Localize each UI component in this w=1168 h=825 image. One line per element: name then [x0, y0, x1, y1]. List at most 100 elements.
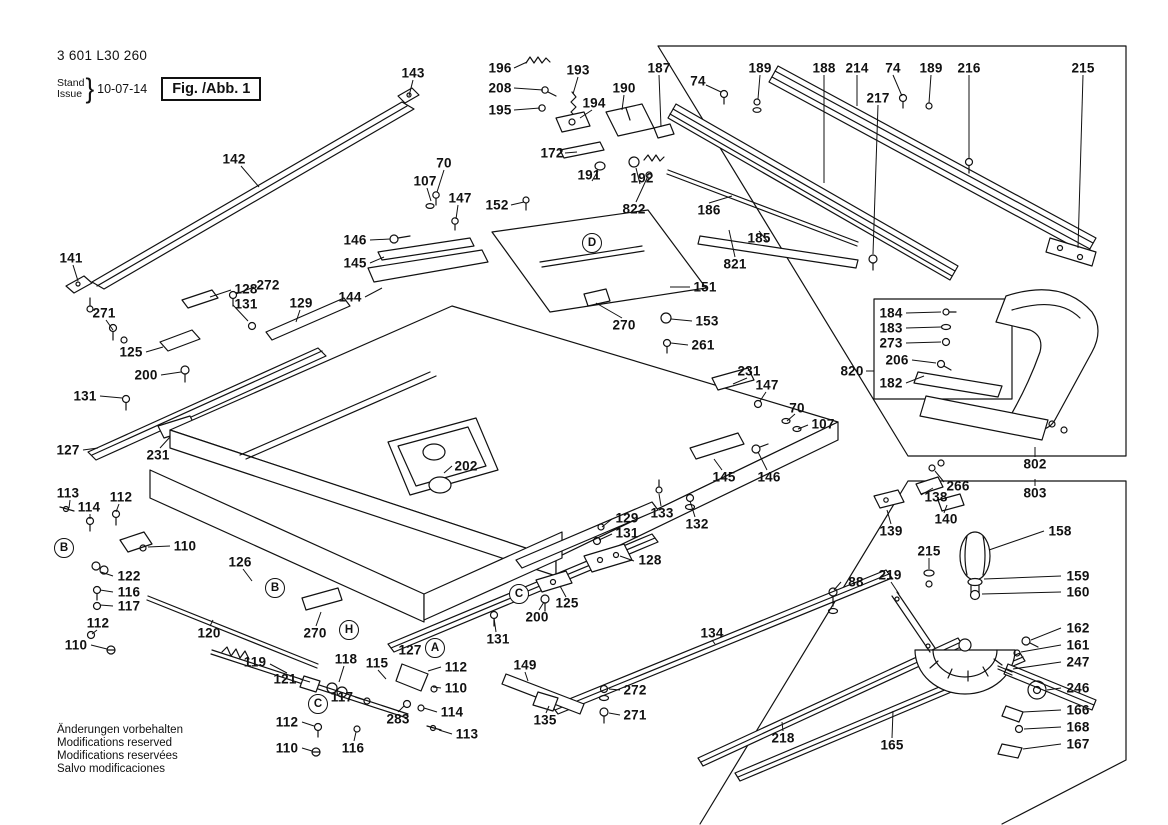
part-label-803: 803: [1023, 485, 1047, 501]
part-label-247: 247: [1066, 654, 1090, 670]
part-label-142: 142: [222, 151, 246, 167]
part-label-107: 107: [811, 416, 835, 432]
part-label-183: 183: [879, 320, 903, 336]
part-label-182: 182: [879, 375, 903, 391]
part-label-272: 272: [256, 277, 280, 293]
part-label-162: 162: [1066, 620, 1090, 636]
part-label-110: 110: [64, 637, 88, 653]
part-label-266: 266: [946, 478, 970, 494]
stand-issue-labels: Stand Issue: [57, 76, 85, 100]
part-label-216: 216: [957, 60, 981, 76]
part-label-206: 206: [885, 352, 909, 368]
part-label-129: 129: [289, 295, 313, 311]
part-label-70: 70: [436, 155, 452, 171]
part-label-117: 117: [330, 689, 354, 705]
section-label-H: H: [339, 620, 359, 640]
part-label-217: 217: [866, 90, 890, 106]
figure-label: Fig. /Abb. 1: [161, 76, 262, 101]
part-label-190: 190: [612, 80, 636, 96]
part-label-134: 134: [700, 625, 724, 641]
part-label-133: 133: [650, 505, 674, 521]
part-label-146: 146: [343, 232, 367, 248]
part-label-166: 166: [1066, 702, 1090, 718]
part-label-114: 114: [77, 499, 101, 515]
footer-line-es: Salvo modificaciones: [57, 763, 166, 775]
section-label-C: C: [509, 584, 529, 604]
section-label-D: D: [582, 233, 602, 253]
part-label-74: 74: [690, 73, 706, 89]
part-label-110: 110: [275, 740, 299, 756]
part-label-193: 193: [566, 62, 590, 78]
part-label-152: 152: [485, 197, 509, 213]
part-label-107: 107: [413, 173, 437, 189]
part-label-271: 271: [92, 305, 116, 321]
part-label-188: 188: [812, 60, 836, 76]
part-label-129: 129: [615, 510, 639, 526]
part-label-112: 112: [86, 615, 110, 631]
part-label-270: 270: [612, 317, 636, 333]
part-number: 3 601 L30 260: [57, 48, 148, 63]
part-label-131: 131: [615, 525, 639, 541]
part-label-147: 147: [448, 190, 472, 206]
part-label-126: 126: [228, 554, 252, 570]
part-label-131: 131: [486, 631, 510, 647]
part-label-139: 139: [879, 523, 903, 539]
part-label-132: 132: [685, 516, 709, 532]
part-label-121: 121: [273, 671, 297, 687]
part-label-110: 110: [173, 538, 197, 554]
part-label-146: 146: [757, 469, 781, 485]
part-label-88: 88: [848, 574, 864, 590]
part-label-74: 74: [885, 60, 901, 76]
part-label-125: 125: [119, 344, 143, 360]
part-label-112: 112: [275, 714, 299, 730]
part-label-125: 125: [555, 595, 579, 611]
part-label-140: 140: [934, 511, 958, 527]
part-label-215: 215: [917, 543, 941, 559]
part-label-143: 143: [401, 65, 425, 81]
part-label-820: 820: [840, 363, 864, 379]
part-label-113: 113: [455, 726, 479, 742]
footer-line-de: Änderungen vorbehalten: [57, 724, 183, 736]
part-label-168: 168: [1066, 719, 1090, 735]
part-label-112: 112: [109, 489, 133, 505]
part-label-283: 283: [386, 711, 410, 727]
part-label-128: 128: [234, 281, 258, 297]
part-label-195: 195: [488, 102, 512, 118]
part-label-187: 187: [647, 60, 671, 76]
footer-line-fr: Modifications reservées: [57, 750, 178, 762]
part-label-271: 271: [623, 707, 647, 723]
part-label-185: 185: [747, 230, 771, 246]
part-label-147: 147: [755, 377, 779, 393]
section-label-C: C: [308, 694, 328, 714]
part-label-127: 127: [398, 642, 422, 658]
section-label-B: B: [54, 538, 74, 558]
part-label-802: 802: [1023, 456, 1047, 472]
part-label-135: 135: [533, 712, 557, 728]
part-label-261: 261: [691, 337, 715, 353]
part-label-270: 270: [303, 625, 327, 641]
part-label-113: 113: [56, 485, 80, 501]
footer-notes: Änderungen vorbehalten Modifications res…: [57, 724, 183, 776]
part-label-116: 116: [117, 584, 141, 600]
part-label-272: 272: [623, 682, 647, 698]
part-label-141: 141: [59, 250, 83, 266]
footer-line-en: Modifications reserved: [57, 737, 173, 749]
part-label-112: 112: [444, 659, 468, 675]
part-label-231: 231: [146, 447, 170, 463]
part-label-219: 219: [878, 567, 902, 583]
part-label-131: 131: [234, 296, 258, 312]
part-label-153: 153: [695, 313, 719, 329]
part-label-821: 821: [723, 256, 747, 272]
part-label-192: 192: [630, 170, 654, 186]
part-label-202: 202: [454, 458, 478, 474]
stand-label: Stand: [57, 76, 85, 89]
part-label-208: 208: [488, 80, 512, 96]
part-label-122: 122: [117, 568, 141, 584]
part-label-218: 218: [771, 730, 795, 746]
part-label-70: 70: [789, 400, 805, 416]
part-label-196: 196: [488, 60, 512, 76]
part-label-184: 184: [879, 305, 903, 321]
part-label-151: 151: [693, 279, 717, 295]
